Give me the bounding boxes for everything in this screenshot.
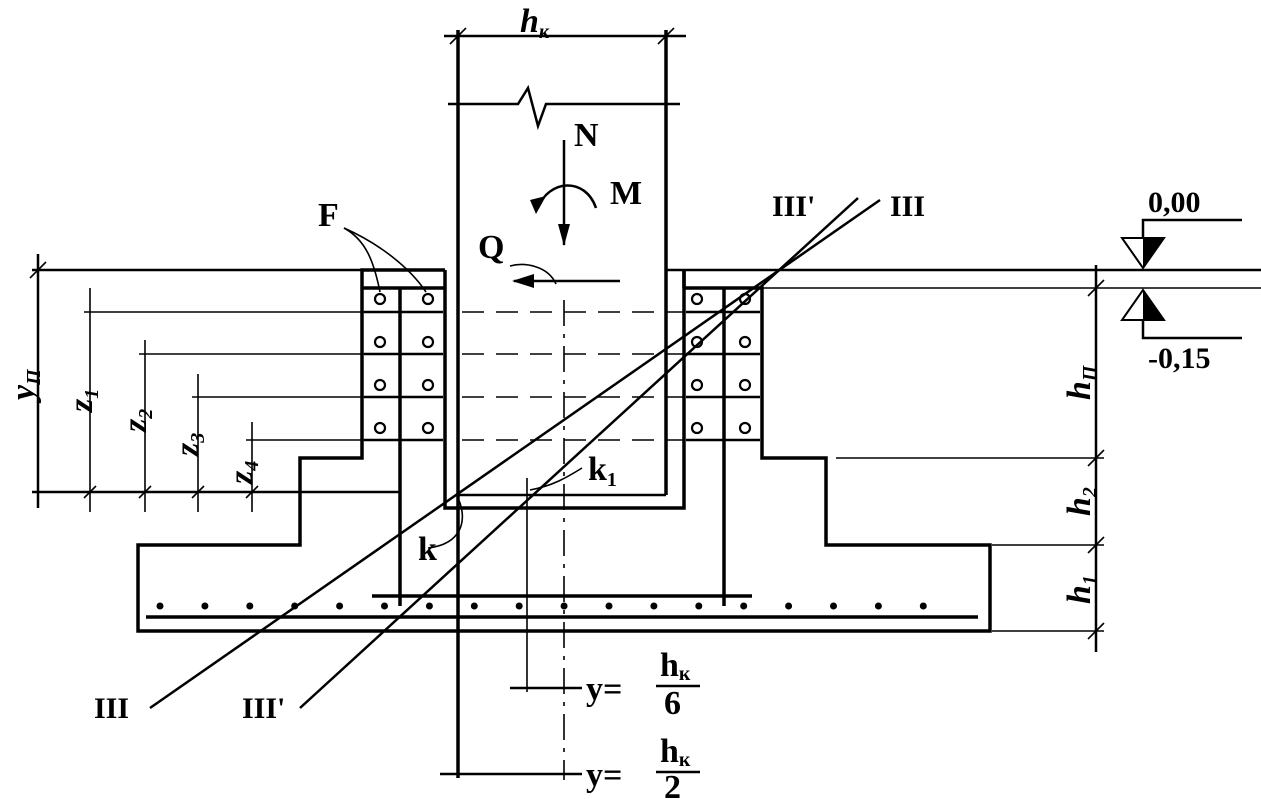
slab-rebar-dot	[830, 602, 837, 610]
ecc2-denominator: 2	[664, 769, 681, 799]
rebar	[421, 378, 435, 392]
section-III-line	[149, 198, 881, 710]
rebar	[738, 421, 752, 435]
hp-tick	[1087, 279, 1105, 297]
step-2-label: h2	[1061, 487, 1101, 516]
z2-label: z2	[117, 409, 157, 433]
dim-tick-right	[657, 27, 675, 45]
z1-label: z1	[63, 389, 103, 413]
slab-rebar-dot	[605, 602, 613, 610]
slab-rebar-dot	[695, 602, 703, 610]
ecc1-numerator: hк	[660, 647, 691, 685]
rebar	[690, 378, 704, 392]
level-bottom-label: -0,15	[1148, 342, 1211, 375]
socket-top-left	[360, 268, 445, 288]
h2-tick	[1087, 449, 1105, 467]
slab-rebar-dot	[336, 602, 344, 610]
rebar	[738, 378, 752, 392]
rebar	[690, 421, 704, 435]
socket-depth-label: hП	[1061, 364, 1101, 400]
ecc2-numerator: hк	[660, 733, 691, 771]
slab-rebar-dot	[156, 602, 164, 610]
section-bottom-label: III	[94, 692, 129, 725]
z2-tick	[138, 485, 152, 499]
ecc2-lhs: y=	[586, 757, 622, 794]
f-leader-2	[343, 227, 427, 293]
axial-force-arrowhead	[558, 224, 570, 246]
moment-label: M	[610, 175, 642, 212]
moment-arc	[536, 184, 598, 209]
level-top-label: 0,00	[1148, 186, 1201, 219]
rebar	[738, 335, 752, 349]
slab-rebar-dot	[470, 602, 478, 610]
yp-label: yП	[5, 368, 45, 404]
slab-rebar-dots	[156, 602, 927, 610]
f-leader-1	[343, 227, 381, 293]
step-1-label: h1	[1061, 575, 1101, 604]
ecc1-denominator: 6	[664, 685, 681, 722]
section-III-prime-line	[299, 197, 859, 709]
axial-force-label: N	[574, 117, 599, 154]
shear-label: Q	[478, 229, 504, 266]
slab-rebar-dot	[785, 602, 793, 610]
moment-arrowhead	[530, 196, 546, 214]
ecc1-lhs: y=	[586, 671, 622, 708]
rebar	[421, 335, 435, 349]
slab-rebar-dot	[515, 602, 523, 610]
rebar	[373, 335, 387, 349]
rebar	[373, 292, 387, 306]
z3-label: z3	[169, 433, 209, 457]
h1-tick	[1087, 536, 1105, 554]
shear-arrowhead	[512, 274, 534, 288]
rebar	[690, 292, 704, 306]
foundation-outline	[136, 286, 992, 633]
k-leader	[427, 497, 464, 549]
reinforcement-label: F	[318, 197, 339, 234]
shear-leader	[509, 263, 557, 285]
yp-tick-top	[29, 261, 47, 279]
point-k-label: k	[418, 531, 437, 568]
k1-leader	[529, 467, 583, 491]
rebar	[421, 292, 435, 306]
z4-label: z4	[223, 461, 263, 485]
rebar	[373, 421, 387, 435]
column-width-label: hк	[520, 3, 550, 43]
slab-rebar-dot	[201, 602, 209, 610]
section-top-label: III	[890, 190, 925, 223]
z4-tick	[245, 485, 259, 499]
bottom-tick	[1087, 622, 1105, 640]
rebar	[373, 378, 387, 392]
z1-tick	[83, 485, 97, 499]
slab-rebar-dot	[740, 602, 748, 610]
dim-tick-left	[449, 27, 467, 45]
level-mark-top-icon	[1120, 218, 1242, 270]
slab-rebar-dot	[425, 602, 433, 610]
slab-rebar-dot	[381, 602, 388, 610]
level-mark-bottom-icon	[1120, 288, 1242, 340]
column-break-line	[448, 84, 680, 131]
section-bottom-prime-label: III'	[242, 692, 285, 725]
slab-rebar-dot	[874, 602, 882, 610]
slab-rebar-dot	[560, 602, 568, 610]
slab-rebar-dot	[919, 602, 927, 610]
socket-glass	[443, 270, 686, 510]
section-top-prime-label: III'	[772, 190, 815, 223]
point-k1-label: k1	[588, 451, 617, 491]
slab-rebar-dot	[246, 602, 254, 610]
slab-rebar-dot	[650, 602, 658, 610]
z3-tick	[191, 485, 205, 499]
rebar	[421, 421, 435, 435]
